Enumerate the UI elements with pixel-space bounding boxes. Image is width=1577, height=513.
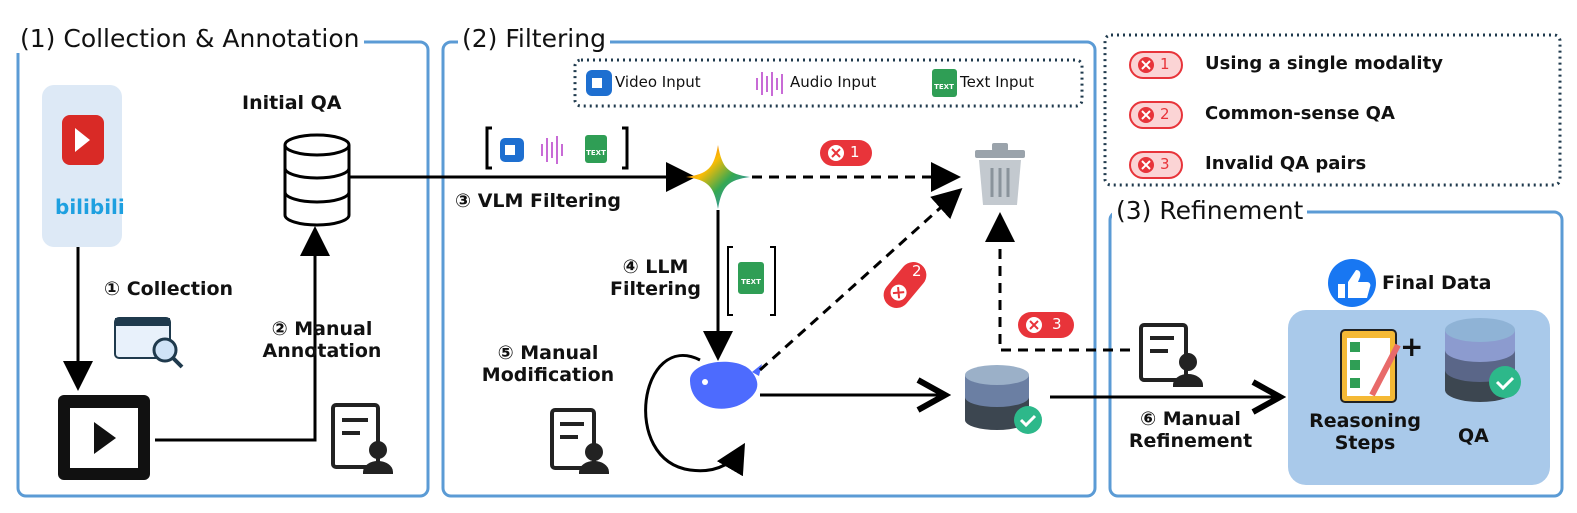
trash-icon <box>975 143 1025 205</box>
svg-text:TEXT: TEXT <box>741 278 761 286</box>
collection-step-label: ① Collection <box>104 278 234 300</box>
legend-text-icon: TEXT <box>932 69 957 97</box>
audio-input-icon <box>541 136 563 164</box>
reject-arrow-2 <box>758 187 963 372</box>
vlm-step-label: ③ VLM Filtering <box>455 190 622 212</box>
qa-label: QA <box>1458 425 1489 447</box>
youtube-icon <box>62 115 104 165</box>
input-bracket <box>485 126 629 170</box>
legend-badge-1-number: 1 <box>1160 55 1170 73</box>
platform-tile <box>42 85 122 247</box>
badge-2-number: 2 <box>912 262 922 280</box>
legend-text-label: Text Input <box>960 73 1034 91</box>
reasoning-line1: Reasoning <box>1309 410 1421 432</box>
annotation-line1: ② Manual <box>271 318 373 340</box>
refiner-notepad-icon <box>1139 323 1204 387</box>
refinement-title: (3) Refinement <box>1112 196 1308 225</box>
reasoning-line2: Steps <box>1334 432 1396 454</box>
bilibili-logo: bilibili <box>55 195 125 219</box>
thumbs-up-icon <box>1328 259 1376 307</box>
svg-text:TEXT: TEXT <box>934 83 954 91</box>
reject-reason-2: Common-sense QA <box>1205 103 1395 124</box>
llm-line2: Filtering <box>610 278 701 300</box>
video-input-icon <box>500 138 524 162</box>
section-frame-refinement <box>1108 210 1564 498</box>
reject-badge-1 <box>820 140 872 166</box>
llm-text-bracket <box>727 246 776 316</box>
reject-badge-3 <box>1018 312 1074 338</box>
annotation-arrow <box>155 226 330 442</box>
reject-arrow-3 <box>985 212 1130 352</box>
collection-title: (1) Collection & Annotation <box>16 24 364 53</box>
initial-qa-label: Initial QA <box>242 92 342 114</box>
qa-database-icon <box>1445 318 1521 402</box>
modification-line2: Modification <box>481 364 615 386</box>
section-frame-filtering <box>441 40 1097 498</box>
svg-text:TEXT: TEXT <box>586 149 606 157</box>
badge-1-number: 1 <box>850 143 860 161</box>
checklist-clipboard-icon <box>1340 329 1401 403</box>
annotator-notepad-icon <box>331 403 394 474</box>
legend-badge-2-number: 2 <box>1160 105 1170 123</box>
legend-audio-label: Audio Input <box>790 73 877 91</box>
modifier-notepad-icon <box>550 408 610 474</box>
reject-reason-1: Using a single modality <box>1205 53 1443 74</box>
annotation-line2: Annotation <box>262 340 382 362</box>
legend-badges <box>1129 51 1183 179</box>
vlm-star-icon <box>686 145 750 209</box>
input-legend-box <box>573 58 1084 108</box>
reject-badge-2 <box>883 262 927 308</box>
legend-badge-3-number: 3 <box>1160 155 1170 173</box>
badge-3-number: 3 <box>1052 315 1062 333</box>
modification-loop-arrow <box>644 354 746 477</box>
text-input-icon: TEXT <box>585 135 607 163</box>
refinement-line2: Refinement <box>1128 430 1253 452</box>
legend-video-icon <box>586 70 612 96</box>
deepseek-whale-icon <box>690 361 762 409</box>
filtered-database-icon <box>965 365 1042 434</box>
reject-reason-3: Invalid QA pairs <box>1205 153 1367 174</box>
browser-search-icon <box>114 317 184 369</box>
final-data-label: Final Data <box>1382 272 1492 294</box>
refinement-line1: ⑥ Manual <box>1140 408 1241 430</box>
llm-line1: ④ LLM <box>622 256 689 278</box>
filtering-title: (2) Filtering <box>458 24 610 53</box>
video-file-icon <box>58 395 150 480</box>
database-icon <box>283 133 351 227</box>
llm-text-icon: TEXT <box>738 262 764 294</box>
modification-line1: ⑤ Manual <box>497 342 599 364</box>
legend-audio-icon <box>756 72 783 96</box>
legend-video-label: Video Input <box>615 73 701 91</box>
plus-sign: + <box>1400 330 1424 363</box>
